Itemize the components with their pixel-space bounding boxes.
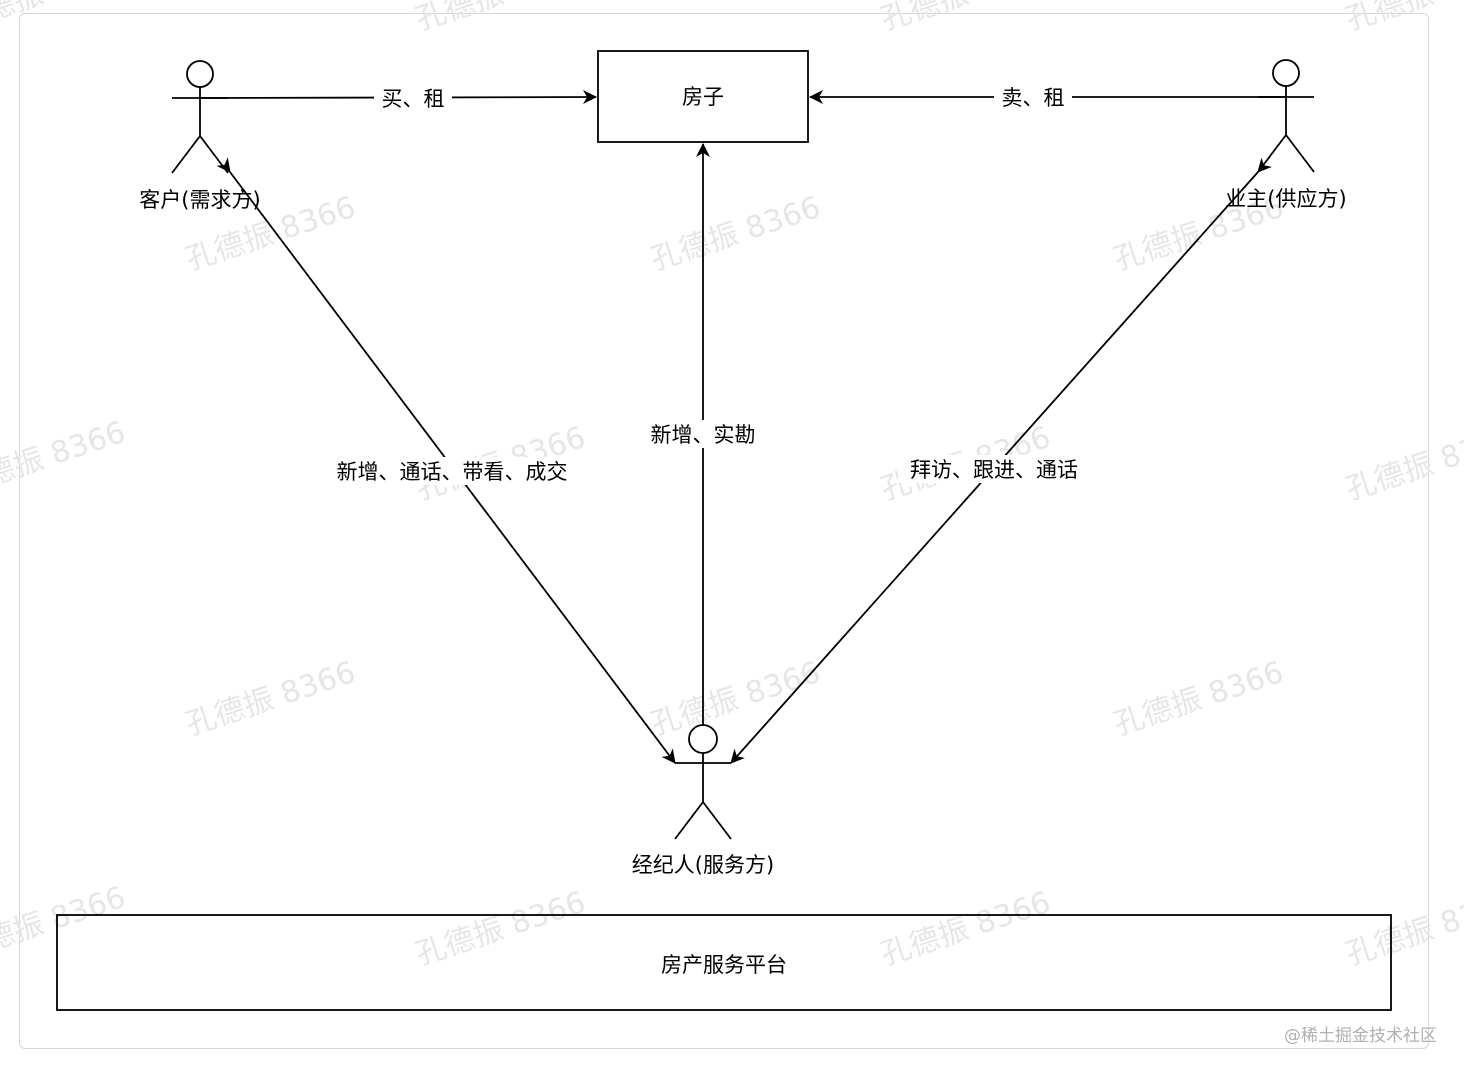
edge-label-bg — [641, 420, 765, 448]
edge-label-bg — [994, 83, 1072, 111]
agent-left-leg — [674, 801, 704, 840]
watermark: 孔德振 8366 — [182, 655, 360, 743]
house-label: 房子 — [682, 85, 724, 109]
agent-right-leg — [702, 801, 732, 840]
watermark: 孔德振 8366 — [412, 885, 590, 973]
owner-right-leg — [1285, 134, 1315, 173]
owner-head — [1272, 59, 1300, 87]
platform-label: 房产服务平台 — [661, 953, 787, 977]
edge-label-agent-owner: 拜访、跟进、通话 — [910, 458, 1078, 482]
customer-label: 客户(需求方) — [139, 188, 260, 212]
customer-left-leg — [171, 135, 201, 174]
watermark: 孔德振 8366 — [877, 885, 1055, 973]
customer-head — [186, 60, 214, 88]
watermark: 孔德振 8366 — [412, 0, 590, 38]
watermark-layer: 孔德振 8366 孔德振 8366 孔德振 8366 孔德振 8366 孔德振 … — [0, 0, 1464, 973]
watermark: 孔德振 8366 — [1342, 420, 1464, 508]
agent-label: 经纪人(服务方) — [632, 853, 774, 877]
house-node[interactable]: 房子 — [597, 50, 809, 143]
edge-label-buy-rent: 买、租 — [382, 87, 445, 111]
watermark: 孔德振 8366 — [1342, 0, 1464, 38]
customer-right-leg — [199, 135, 229, 174]
platform-node[interactable]: 房产服务平台 — [56, 914, 1392, 1011]
owner-label: 业主(供应方) — [1225, 187, 1346, 211]
watermark: 孔德振 8366 — [1110, 655, 1288, 743]
footer-credit: @稀土掘金技术社区 — [1284, 1026, 1437, 1046]
edge-label-sell-rent: 卖、租 — [1002, 86, 1065, 110]
house-box — [597, 50, 809, 143]
edge-label-bg — [898, 455, 1090, 483]
customer-actor[interactable] — [171, 60, 229, 174]
owner-left-leg — [1257, 134, 1287, 173]
watermark: 孔德振 8366 — [647, 655, 825, 743]
watermark: 孔德振 8366 — [0, 880, 130, 968]
edge-label-add-survey: 新增、实勘 — [651, 423, 756, 447]
owner-actor[interactable] — [1257, 59, 1315, 173]
edge-label-bg — [374, 84, 452, 112]
agent-head — [688, 724, 718, 754]
watermark: 孔德振 8366 — [877, 0, 1055, 38]
platform-box — [56, 914, 1392, 1011]
edge-label-agent-customer: 新增、通话、带看、成交 — [337, 460, 568, 484]
diagram-frame — [19, 13, 1429, 1049]
edge-label-bg — [322, 457, 582, 485]
watermark: 孔德振 8366 — [647, 190, 825, 278]
agent-actor[interactable] — [674, 724, 732, 840]
watermark: 孔德振 8366 — [1342, 885, 1464, 973]
watermark: 孔德振 8366 — [0, 415, 130, 503]
watermark: 孔德振 8366 — [0, 0, 130, 38]
